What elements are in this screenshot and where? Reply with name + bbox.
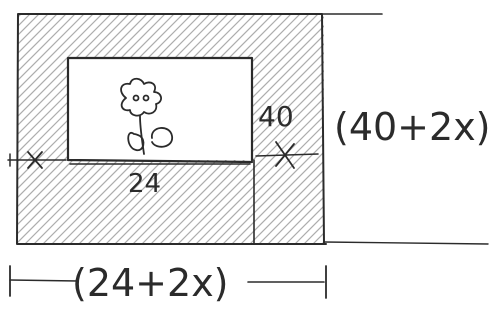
outer-width-dimension-left <box>9 279 79 282</box>
hatch-line <box>18 14 179 244</box>
hatch-line <box>279 14 324 244</box>
hatch-line <box>18 14 215 244</box>
hatch-line <box>99 14 324 244</box>
hatch-line <box>207 14 324 244</box>
hatch-line <box>18 14 62 244</box>
hatch-line <box>18 14 161 244</box>
outer-bottom-extension <box>323 241 489 245</box>
outer-rectangle <box>16 13 327 245</box>
hatch-line <box>18 14 143 244</box>
hatch-line <box>189 14 324 244</box>
hatch-line <box>90 14 324 244</box>
hatch-line <box>18 14 197 244</box>
hatch-line <box>18 14 251 244</box>
hatch-line <box>270 14 324 244</box>
hatch-line <box>18 14 107 244</box>
inner-width-label: 24 <box>128 169 161 199</box>
hatch-line <box>243 14 324 244</box>
hatch-line <box>18 14 260 244</box>
hatch-line <box>18 14 53 244</box>
hatch-line <box>135 14 324 244</box>
hatch-line <box>225 14 324 244</box>
hatch-line <box>234 14 324 244</box>
inner-height-label: 40 <box>258 100 294 133</box>
hatch-line <box>18 14 152 244</box>
hatch-line <box>261 14 324 244</box>
hatch-line <box>108 14 324 244</box>
hatch-line <box>198 14 324 244</box>
hatch-line <box>18 14 116 244</box>
left-x-mark <box>27 151 43 169</box>
hatch-line <box>18 14 170 244</box>
hatch-line <box>27 14 269 244</box>
hatch-line <box>18 14 98 244</box>
hatch-line <box>18 14 125 244</box>
hatch-line <box>0 10 16 250</box>
hatch-line <box>162 14 324 244</box>
hatch-line <box>36 14 278 244</box>
right-border-dimension <box>255 153 319 157</box>
hatch-line <box>252 14 324 244</box>
hatch-line <box>18 14 89 244</box>
hatch-line <box>126 14 324 244</box>
hatch-line <box>18 14 134 244</box>
hatch-line <box>18 14 71 244</box>
inner-picture-rectangle <box>66 56 254 164</box>
flower-icon <box>120 77 173 155</box>
hatch-line <box>153 14 324 244</box>
hatch-line <box>0 10 7 250</box>
hatch-line <box>216 14 324 244</box>
hatch-line <box>144 14 324 244</box>
hatch-line <box>171 14 324 244</box>
hatch-line <box>18 14 80 244</box>
hatch-line <box>18 14 242 244</box>
outer-width-label: (24+2x) <box>72 261 229 305</box>
right-x-mark <box>275 141 295 169</box>
outer-height-label: (40+2x) <box>334 105 491 149</box>
hatch-line <box>45 14 287 244</box>
hatch-line <box>180 14 324 244</box>
